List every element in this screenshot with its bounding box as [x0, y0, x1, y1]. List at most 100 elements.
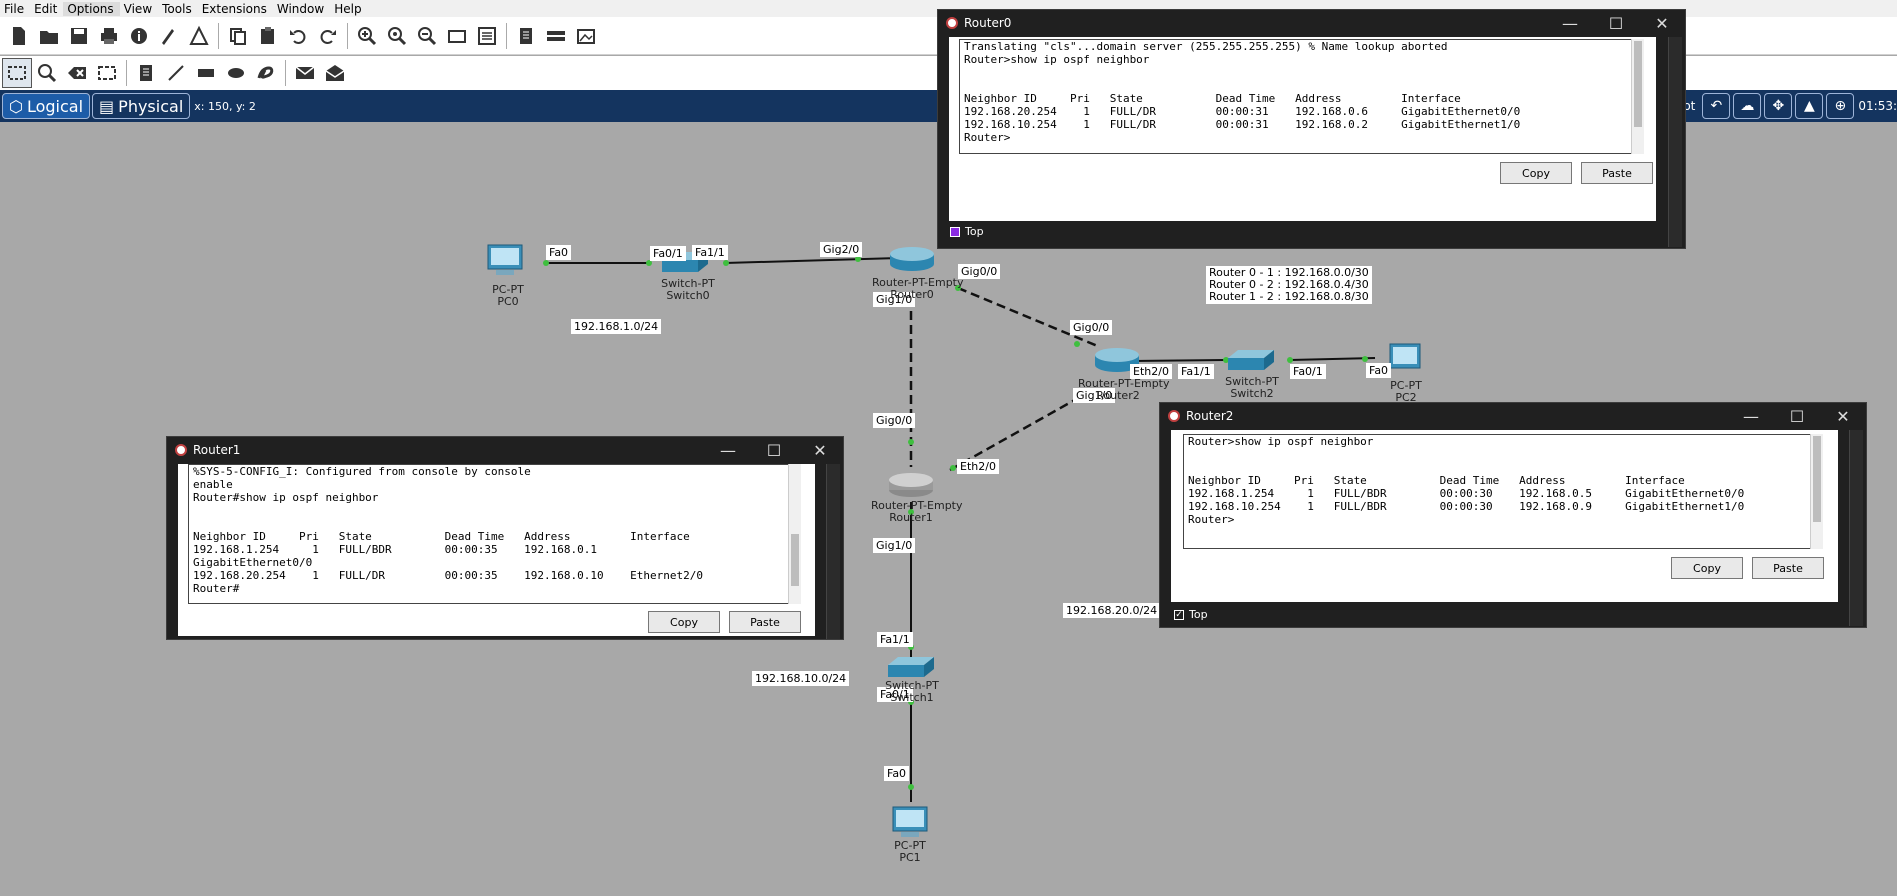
undo-icon[interactable] — [283, 21, 313, 51]
router1-paste-button[interactable]: Paste — [729, 611, 801, 633]
router0-icon — [890, 247, 934, 271]
router0-titlebar[interactable]: Router0 — ☐ ✕ — [938, 10, 1685, 36]
packet-tracer-icon — [946, 17, 958, 29]
cluster-icon[interactable] — [541, 21, 571, 51]
router2-copy-button[interactable]: Copy — [1671, 557, 1743, 579]
save-icon[interactable] — [64, 21, 94, 51]
zoom-in-icon[interactable] — [352, 21, 382, 51]
zoom-reset-icon[interactable] — [382, 21, 412, 51]
print-icon[interactable] — [94, 21, 124, 51]
router2-paste-button[interactable]: Paste — [1752, 557, 1824, 579]
viewport-icon[interactable]: ⊕ — [1826, 93, 1855, 119]
port-label-router1-gig00: Gig0/0 — [873, 413, 916, 428]
router2-terminal-scrollbar[interactable] — [1810, 434, 1823, 549]
router1-window-title: Router1 — [193, 443, 241, 457]
simple-pdu-icon[interactable] — [290, 58, 320, 88]
pc2-icon — [1389, 343, 1421, 369]
network-info-icon[interactable] — [184, 21, 214, 51]
draw-line-icon[interactable] — [161, 58, 191, 88]
router0-window[interactable]: Router0 — ☐ ✕ Translating "cls"...domain… — [937, 9, 1686, 249]
subnet-note-line: Router 0 - 2 : 192.168.0.4/30 — [1209, 278, 1369, 291]
resize-icon[interactable] — [92, 58, 122, 88]
info-icon[interactable] — [124, 21, 154, 51]
router2-titlebar[interactable]: Router2 — ☐ ✕ — [1160, 403, 1866, 429]
toolbar-divider — [218, 22, 219, 49]
port-dot — [1074, 341, 1080, 347]
wizard-icon[interactable] — [154, 21, 184, 51]
router2-window-scrollbar[interactable] — [1849, 430, 1863, 626]
minimize-icon[interactable]: — — [1743, 406, 1759, 426]
close-icon[interactable]: ✕ — [813, 440, 827, 460]
inspect-icon[interactable] — [32, 58, 62, 88]
router1-copy-button[interactable]: Copy — [648, 611, 720, 633]
draw-rectangle-icon[interactable] — [191, 58, 221, 88]
back-icon[interactable]: ↶ — [1702, 93, 1731, 119]
background-image-icon[interactable]: ▲ — [1795, 93, 1824, 119]
move-icon[interactable]: ✥ — [1764, 93, 1793, 119]
notes-icon[interactable] — [511, 21, 541, 51]
tab-physical[interactable]: ▤Physical — [92, 93, 191, 119]
maximize-icon[interactable]: ☐ — [766, 440, 782, 460]
router0-terminal[interactable]: Translating "cls"...domain server (255.2… — [959, 39, 1644, 154]
complex-pdu-icon[interactable] — [320, 58, 350, 88]
router1-window-scrollbar[interactable] — [826, 464, 840, 639]
router0-paste-button[interactable]: Paste — [1581, 162, 1653, 184]
menu-tools[interactable]: Tools — [162, 1, 192, 16]
router1-terminal[interactable]: %SYS-5-CONFIG_I: Configured from console… — [188, 464, 801, 604]
router1-terminal-scrollbar[interactable] — [788, 464, 801, 604]
redo-icon[interactable] — [313, 21, 343, 51]
router2-terminal[interactable]: Router>show ip ospf neighbor Neighbor ID… — [1183, 434, 1823, 549]
menu-file[interactable]: File — [4, 1, 25, 16]
router1-titlebar[interactable]: Router1 — ☐ ✕ — [167, 437, 843, 463]
router2-top-checkbox[interactable]: ✓Top — [1174, 608, 1208, 621]
delete-icon[interactable] — [62, 58, 92, 88]
custom-device-icon[interactable] — [472, 21, 502, 51]
copy-icon[interactable] — [223, 21, 253, 51]
device-name: Switch0 — [666, 289, 710, 302]
menu-edit[interactable]: Edit — [34, 1, 58, 16]
select-icon[interactable] — [2, 58, 32, 88]
router0-terminal-scrollbar[interactable] — [1631, 39, 1644, 154]
router2-window[interactable]: Router2 — ☐ ✕ Router>show ip ospf neighb… — [1159, 402, 1867, 628]
cloud-icon[interactable]: ☁ — [1733, 93, 1762, 119]
close-icon[interactable]: ✕ — [1655, 13, 1669, 33]
router1-window[interactable]: Router1 — ☐ ✕ %SYS-5-CONFIG_I: Configure… — [166, 436, 844, 640]
menu-options[interactable]: Options — [63, 1, 120, 16]
menu-window[interactable]: Window — [276, 1, 325, 16]
freeform-icon[interactable] — [251, 58, 281, 88]
port-label-router2-eth20: Eth2/0 — [1130, 364, 1172, 379]
maximize-icon[interactable]: ☐ — [1789, 406, 1805, 426]
drawing-palette-icon[interactable] — [442, 21, 472, 51]
close-icon[interactable]: ✕ — [1836, 406, 1850, 426]
menu-view[interactable]: View — [123, 1, 153, 16]
paste-icon[interactable] — [253, 21, 283, 51]
device-type: Switch-PT — [885, 679, 939, 692]
menu-help[interactable]: Help — [334, 1, 362, 16]
tab-logical[interactable]: ⬡Logical — [2, 93, 91, 119]
pc1-icon — [892, 806, 928, 837]
menu-extensions[interactable]: Extensions — [201, 1, 267, 16]
minimize-icon[interactable]: — — [1562, 13, 1578, 33]
port-label-router0-gig00: Gig0/0 — [958, 264, 1001, 279]
zoom-out-icon[interactable] — [412, 21, 442, 51]
maximize-icon[interactable]: ☐ — [1608, 13, 1624, 33]
port-label-switch1-fa11: Fa1/1 — [877, 632, 913, 647]
router0-top-checkbox[interactable]: Top — [950, 225, 984, 238]
router0-copy-button[interactable]: Copy — [1500, 162, 1572, 184]
open-folder-icon[interactable] — [34, 21, 64, 51]
place-note-icon[interactable] — [131, 58, 161, 88]
minimize-icon[interactable]: — — [720, 440, 736, 460]
router0-window-scrollbar[interactable] — [1668, 37, 1682, 247]
draw-ellipse-icon[interactable] — [221, 58, 251, 88]
screenshot-icon[interactable] — [571, 21, 601, 51]
new-file-icon[interactable] — [4, 21, 34, 51]
